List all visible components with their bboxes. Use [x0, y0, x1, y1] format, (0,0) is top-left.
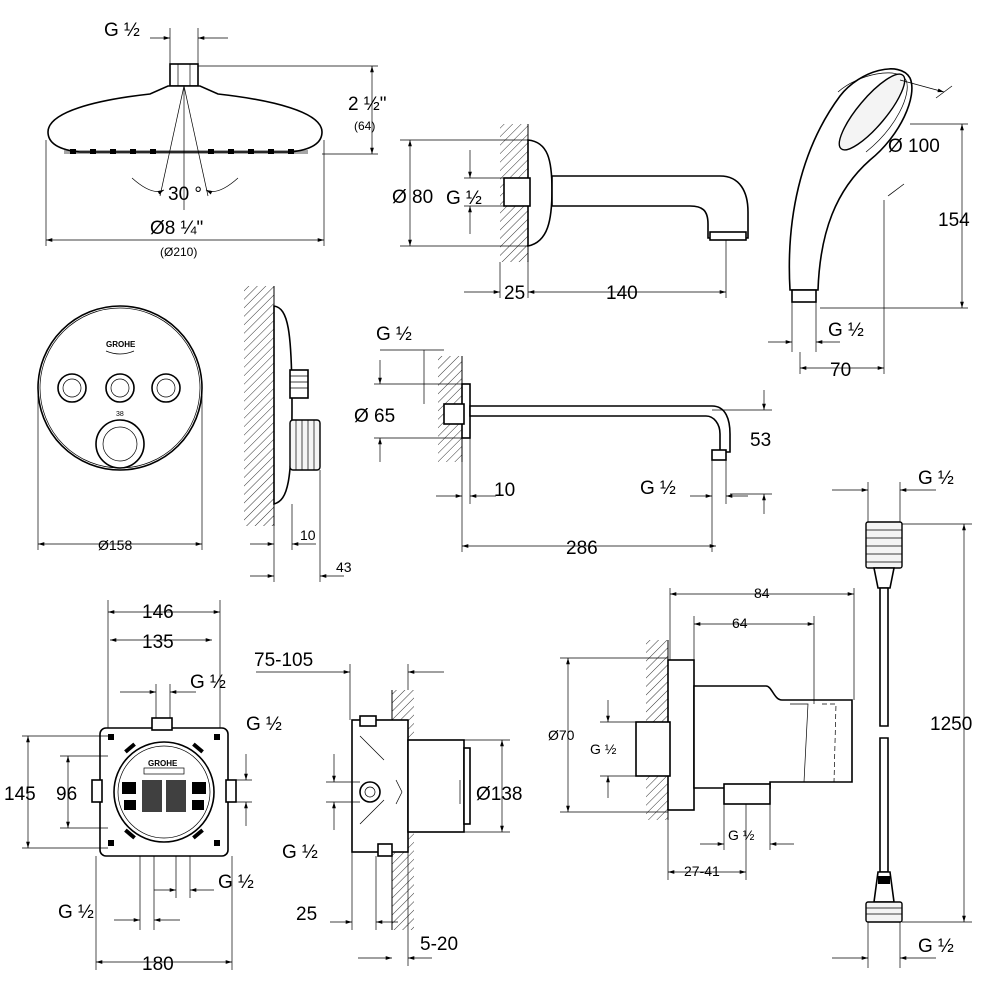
outlet-depth-label: 27-41 [684, 863, 720, 879]
head-shower-diameter-mm-label: (Ø210) [160, 245, 197, 259]
head-shower-body [47, 85, 323, 153]
hose-length-label: 1250 [930, 714, 972, 735]
spout-wall-label: 25 [504, 283, 525, 304]
rough-thread-right-label: G ½ [246, 714, 282, 735]
side-wall-hatch [244, 286, 274, 526]
rough-side-offset-label: 25 [296, 904, 317, 925]
hand-shower-body [788, 68, 913, 291]
outlet-inner-label: 64 [732, 615, 748, 631]
arm-drop-label: 53 [750, 430, 771, 451]
head-shower-nozzles [64, 149, 308, 154]
hose-view: G ½ 1250 G ½ [832, 468, 972, 968]
rough-side-body [407, 739, 465, 833]
control-plate-diameter-label: Ø158 [98, 537, 132, 553]
head-shower-diameter-label: Ø8 ¼" [150, 218, 203, 239]
hand-shower-connector [791, 289, 817, 303]
head-shower-connector [169, 63, 199, 87]
arm-thread-bottom-label: G ½ [640, 478, 676, 499]
rough-in-front-view: 146 135 G ½ GROHE [4, 600, 282, 975]
spout-rosette [527, 139, 553, 247]
rough-box-left-port [91, 779, 103, 803]
side-knob [289, 419, 321, 471]
arm-length-label: 286 [566, 538, 598, 559]
hose-bottom-nut [865, 901, 903, 923]
rough-box-markings [122, 780, 206, 812]
spout-diameter-label: Ø 80 [392, 187, 433, 208]
spout-thread-label: G ½ [446, 188, 482, 209]
hand-shower-height-label: 154 [938, 210, 970, 231]
rough-width2-label: 135 [142, 632, 174, 653]
hose-top-nut [865, 521, 903, 569]
rough-thread-bottom-right-label: G ½ [218, 872, 254, 893]
rough-box-logo: GROHE [148, 759, 178, 768]
rough-side-diameter-label: Ø138 [476, 784, 522, 805]
rough-width-total-label: 180 [142, 954, 174, 975]
wall-outlet-view: 84 64 Ø70 G ½ G ½ 27-41 [548, 585, 855, 880]
rough-width1-label: 146 [142, 602, 174, 623]
head-shower-thread-label: G ½ [104, 20, 140, 41]
rough-side-thread-label: G ½ [282, 842, 318, 863]
spout-view: Ø 80 G ½ 25 140 [392, 124, 749, 304]
hand-shower-thread-label: G ½ [828, 320, 864, 341]
head-shower-height-mm-label: (64) [354, 119, 375, 133]
rough-box-top-port [151, 717, 173, 731]
spout-outlet [709, 231, 747, 241]
shower-arm-view: G ½ Ø 65 53 10 G ½ 286 [354, 324, 772, 559]
arm-pipe [469, 405, 731, 453]
arm-connector [443, 403, 465, 425]
arm-wall-label: 10 [494, 480, 515, 501]
rough-thread-top-label: G ½ [190, 672, 226, 693]
outlet-thread-bottom-label: G ½ [728, 827, 755, 843]
outlet-width-label: 84 [754, 585, 770, 601]
hose-upper-tube [879, 587, 889, 727]
control-plate-scale-label: 38 [116, 411, 124, 418]
outlet-diameter-label: Ø70 [548, 727, 575, 743]
side-depth-label: 10 [300, 527, 316, 543]
control-plate-logo: GROHE [106, 340, 136, 349]
hand-shower-width-label: 70 [830, 360, 851, 381]
side-button [289, 369, 309, 399]
outlet-rosette [667, 659, 695, 811]
head-shower-height-label: 2 ½" [348, 94, 386, 115]
rough-box-right-port [225, 779, 237, 803]
outlet-connector [635, 721, 671, 777]
rough-box-corner-marks [108, 734, 220, 846]
hose-thread-top-label: G ½ [918, 468, 954, 489]
spout-body [551, 175, 749, 239]
rough-thread-bottom-left-label: G ½ [58, 902, 94, 923]
rough-in-side-view: 75-105 Ø138 G ½ 25 [254, 650, 522, 966]
head-shower-view: G ½ 30 ° 2 ½" (64) [45, 20, 386, 259]
rough-side-housing [351, 719, 409, 853]
hose-thread-bottom-label: G ½ [918, 936, 954, 957]
outlet-bottom-connector [723, 783, 771, 805]
hand-shower-view: Ø 100 154 G ½ 70 [768, 68, 970, 381]
hand-shower-face [838, 73, 906, 151]
rough-height-label: 145 [4, 784, 36, 805]
outlet-body [693, 685, 853, 789]
arm-diameter-label: Ø 65 [354, 406, 395, 427]
control-plate-buttons [57, 373, 181, 403]
rough-box-face [113, 741, 215, 843]
side-plate [273, 305, 293, 506]
head-shower-angle-label: 30 ° [168, 184, 202, 205]
control-plate-view: GROHE 38 Ø158 [37, 305, 203, 553]
spout-connector [503, 177, 531, 207]
hose-lower-tube [879, 737, 889, 873]
arm-thread-top-label: G ½ [376, 324, 412, 345]
outlet-thread-left-label: G ½ [590, 741, 617, 757]
rough-side-depth-label: 75-105 [254, 650, 313, 671]
rough-height-inner-label: 96 [56, 784, 77, 805]
rough-side-adjust-label: 5-20 [420, 934, 458, 955]
control-side-view: 10 43 [244, 286, 352, 582]
hand-shower-diameter-label: Ø 100 [888, 136, 940, 157]
rough-side-valve [359, 781, 381, 803]
arm-outlet [711, 449, 727, 461]
spout-length-label: 140 [606, 283, 638, 304]
side-total-label: 43 [336, 559, 352, 575]
